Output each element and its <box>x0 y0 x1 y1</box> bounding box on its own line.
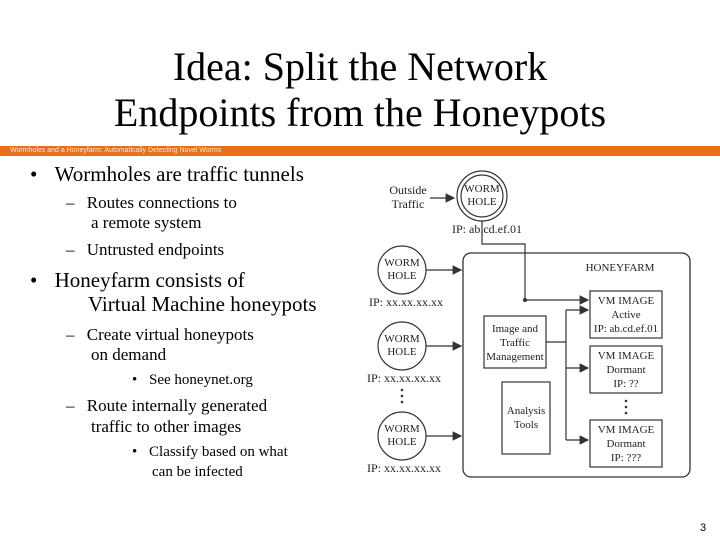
bullet-2-1: – Create virtual honeypots <box>66 325 254 345</box>
vm-image-dormant-2 <box>589 419 663 468</box>
wormhole-3-label-1: WORM <box>384 333 420 345</box>
bullet-1-1: – Routes connections to <box>66 193 237 213</box>
vm2-state: Dormant <box>606 364 645 376</box>
bullet-1-2-text: Untrusted endpoints <box>86 240 225 259</box>
dash-glyph: – <box>66 193 75 212</box>
management-label-3: Management <box>486 351 543 363</box>
bullet-glyph: • <box>132 372 138 388</box>
bullet-2-1-1: • See honeynet.org <box>132 371 253 389</box>
ellipsis-dots-left <box>400 388 404 404</box>
dash-glyph: – <box>66 325 75 344</box>
bullet-2-1-1-text: See honeynet.org <box>149 372 253 388</box>
wormhole-4-label-1: WORM <box>384 423 420 435</box>
wormhole-3: WORM HOLE <box>377 321 427 371</box>
slide-title: Idea: Split the Network Endpoints from t… <box>0 44 720 136</box>
banner-text: Wormholes and a Honeyfarm: Automatically… <box>10 147 222 154</box>
dash-glyph: – <box>66 396 75 415</box>
bullet-glyph: • <box>30 268 38 292</box>
link-top-to-vm <box>481 221 590 305</box>
wormhole-4: WORM HOLE <box>377 411 427 461</box>
bullet-1-text: Wormholes are traffic tunnels <box>54 162 304 186</box>
outside-traffic-label-1: Outside <box>389 183 426 197</box>
bullet-2-2-line2: traffic to other images <box>91 417 242 436</box>
vm-image-active <box>589 290 663 339</box>
wormhole-3-label-2: HOLE <box>387 346 417 358</box>
vm3-title: VM IMAGE <box>598 424 655 436</box>
wormhole-top: WORM HOLE <box>456 170 508 222</box>
title-line-1: Idea: Split the Network <box>172 44 548 89</box>
vm3-state: Dormant <box>606 438 645 450</box>
bullet-2-2-1: • Classify based on what <box>132 443 288 461</box>
vm-image-dormant-1 <box>589 345 663 394</box>
honeyfarm-box <box>462 252 691 478</box>
bullet-2-2-1-line2: can be infected <box>152 464 243 480</box>
vm2-ip: IP: ?? <box>613 378 638 390</box>
page-number: 3 <box>700 522 707 534</box>
vm1-title: VM IMAGE <box>598 295 655 307</box>
vm1-state: Active <box>611 309 640 321</box>
analysis-box <box>501 381 551 455</box>
wormhole-2: WORM HOLE <box>377 245 427 295</box>
dash-glyph: – <box>66 240 75 259</box>
title-line-2: Endpoints from the Honeypots <box>113 90 607 135</box>
bullet-1-1-line1: Routes connections to <box>86 193 237 212</box>
wormhole-top-ip: IP: ab.cd.ef.01 <box>452 222 522 236</box>
bullet-2-2: – Route internally generated <box>66 396 267 416</box>
analysis-label-1: Analysis <box>507 405 546 417</box>
outside-traffic-label-2: Traffic <box>392 197 425 211</box>
analysis-label-2: Tools <box>514 419 538 431</box>
wormhole-4-label-2: HOLE <box>387 436 417 448</box>
bullet-glyph: • <box>132 444 138 460</box>
bullet-1: • Wormholes are traffic tunnels <box>30 163 304 186</box>
management-label-1: Image and <box>492 323 539 335</box>
vm3-ip: IP: ??? <box>611 452 641 464</box>
bullet-glyph: • <box>30 162 38 186</box>
bullet-2-line1: Honeyfarm consists of <box>54 268 245 292</box>
bullet-2-1-line1: Create virtual honeypots <box>86 325 254 344</box>
honeyfarm-label: HONEYFARM <box>586 262 655 274</box>
bullet-2-line2: Virtual Machine honeypots <box>88 292 317 316</box>
junction-dot <box>523 298 527 302</box>
wormhole-top-label-2: HOLE <box>467 196 497 208</box>
wormhole-3-ip: IP: xx.xx.xx.xx <box>367 371 441 385</box>
wormhole-4-ip: IP: xx.xx.xx.xx <box>367 461 441 475</box>
bullet-2-2-1-line1: Classify based on what <box>149 444 288 460</box>
bullet-1-1-line2: a remote system <box>91 213 202 232</box>
wormhole-2-label-2: HOLE <box>387 270 417 282</box>
bullet-2: • Honeyfarm consists of <box>30 269 245 292</box>
title-banner: Wormholes and a Honeyfarm: Automatically… <box>0 146 720 156</box>
vm1-ip: IP: ab.cd.ef.01 <box>594 323 658 335</box>
management-label-2: Traffic <box>500 337 530 349</box>
ellipsis-dots-vm <box>624 399 628 415</box>
bullet-2-2-line1: Route internally generated <box>86 396 268 415</box>
bullet-2-1-line2: on demand <box>91 345 167 364</box>
wormhole-2-label-1: WORM <box>384 257 420 269</box>
wormhole-2-ip: IP: xx.xx.xx.xx <box>369 295 443 309</box>
bullet-1-2: – Untrusted endpoints <box>66 240 224 260</box>
wormhole-top-label-1: WORM <box>464 183 500 195</box>
vm2-title: VM IMAGE <box>598 350 655 362</box>
